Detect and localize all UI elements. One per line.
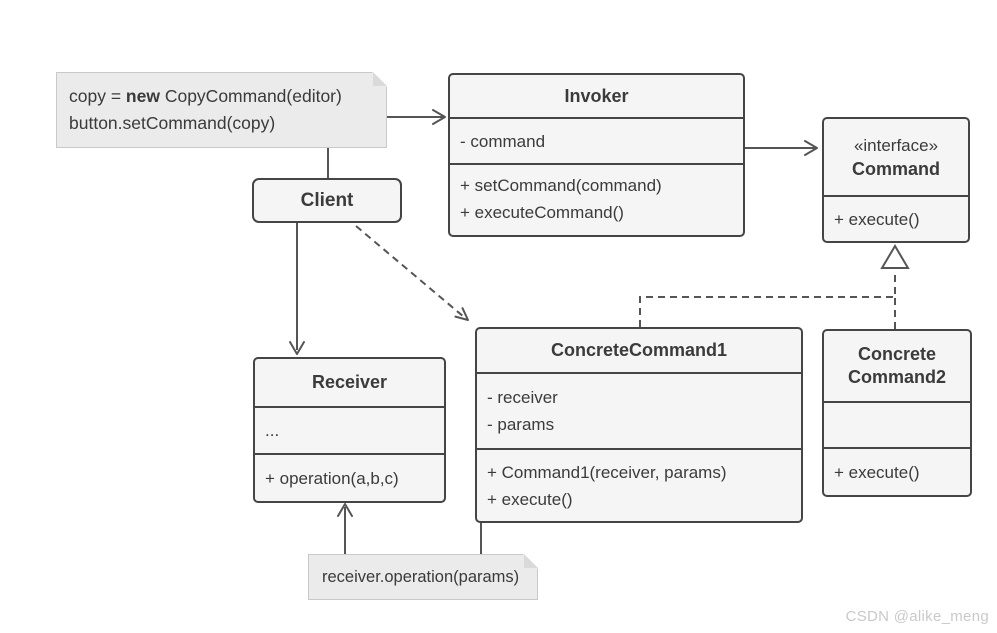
class-receiver: Receiver ... + operation(a,b,c) (253, 357, 446, 503)
class-invoker-name: Invoker (564, 85, 629, 106)
arrowhead-note-invoker-icon (432, 109, 446, 125)
edge-concretecommand1-command (639, 270, 896, 327)
watermark: CSDN @alike_meng (845, 608, 989, 625)
class-concrete-command2-methods: + execute() (824, 447, 970, 495)
class-concrete-command1-methods: + Command1(receiver, params) + execute() (477, 448, 801, 521)
class-concrete-command2-attributes (824, 401, 970, 447)
method-row: + execute() (487, 489, 573, 509)
class-command-methods: + execute() (824, 195, 968, 241)
class-client: Client (252, 178, 402, 223)
method-row: + setCommand(command) (460, 176, 662, 195)
class-receiver-methods: + operation(a,b,c) (255, 453, 444, 501)
class-concrete-command1-attributes: - receiver - params (477, 372, 801, 448)
class-command: «interface» Command + execute() (822, 117, 970, 243)
class-concrete-command2: Concrete Command2 + execute() (822, 329, 972, 497)
class-command-header: «interface» Command (824, 119, 968, 195)
note-setup-line1-post: CopyCommand(editor) (159, 86, 342, 106)
class-concrete-command2-header: Concrete Command2 (824, 331, 970, 401)
method-row: + executeCommand() (460, 203, 624, 222)
class-receiver-name: Receiver (311, 372, 388, 392)
class-concrete-command2-name-line1: Concrete (857, 344, 937, 364)
attribute-row: - receiver (487, 388, 558, 407)
arrowhead-note-receiver-icon (337, 503, 353, 517)
method-row: + operation(a,b,c) (265, 468, 399, 488)
class-invoker: Invoker - command + setCommand(command) … (448, 73, 745, 237)
class-command-name: Command (851, 158, 940, 179)
class-concrete-command1-header: ConcreteCommand1 (477, 329, 801, 372)
class-invoker-attributes: - command (450, 117, 743, 163)
note-setup-keyword: new (125, 86, 160, 106)
note-execution-text: receiver.operation(params) (322, 567, 520, 586)
arrowhead-client-cc1-icon (454, 307, 469, 321)
arrowhead-invoker-command-icon (804, 140, 818, 156)
class-receiver-attributes: ... (255, 406, 444, 453)
class-invoker-header: Invoker (450, 75, 743, 117)
class-concrete-command2-name-line2: Command2 (847, 367, 946, 387)
class-command-stereotype: «interface» (853, 135, 939, 155)
class-concrete-command1: ConcreteCommand1 - receiver - params + C… (475, 327, 803, 523)
arrowhead-client-receiver-icon (289, 341, 305, 355)
realization-triangle-icon (880, 244, 910, 269)
note-setup-line1: copy = new CopyCommand(editor) (69, 83, 386, 110)
class-client-name: Client (300, 189, 354, 211)
method-row: + Command1(receiver, params) (487, 462, 727, 482)
note-setup-line1-pre: copy = (69, 86, 126, 106)
class-receiver-header: Receiver (255, 359, 444, 406)
class-concrete-command1-name: ConcreteCommand1 (550, 340, 728, 360)
method-row: + execute() (834, 462, 920, 482)
edge-client-concretecommand1 (355, 225, 465, 318)
class-invoker-methods: + setCommand(command) + executeCommand() (450, 163, 743, 233)
attribute-row: ... (265, 421, 280, 440)
note-execution-code: receiver.operation(params) (308, 554, 538, 600)
attribute-row: - params (487, 415, 555, 434)
note-setup-line2: button.setCommand(copy) (69, 113, 276, 133)
method-row: + execute() (834, 209, 920, 229)
attribute-row: - command (460, 131, 546, 151)
note-setup-code: copy = new CopyCommand(editor) button.se… (56, 72, 387, 148)
